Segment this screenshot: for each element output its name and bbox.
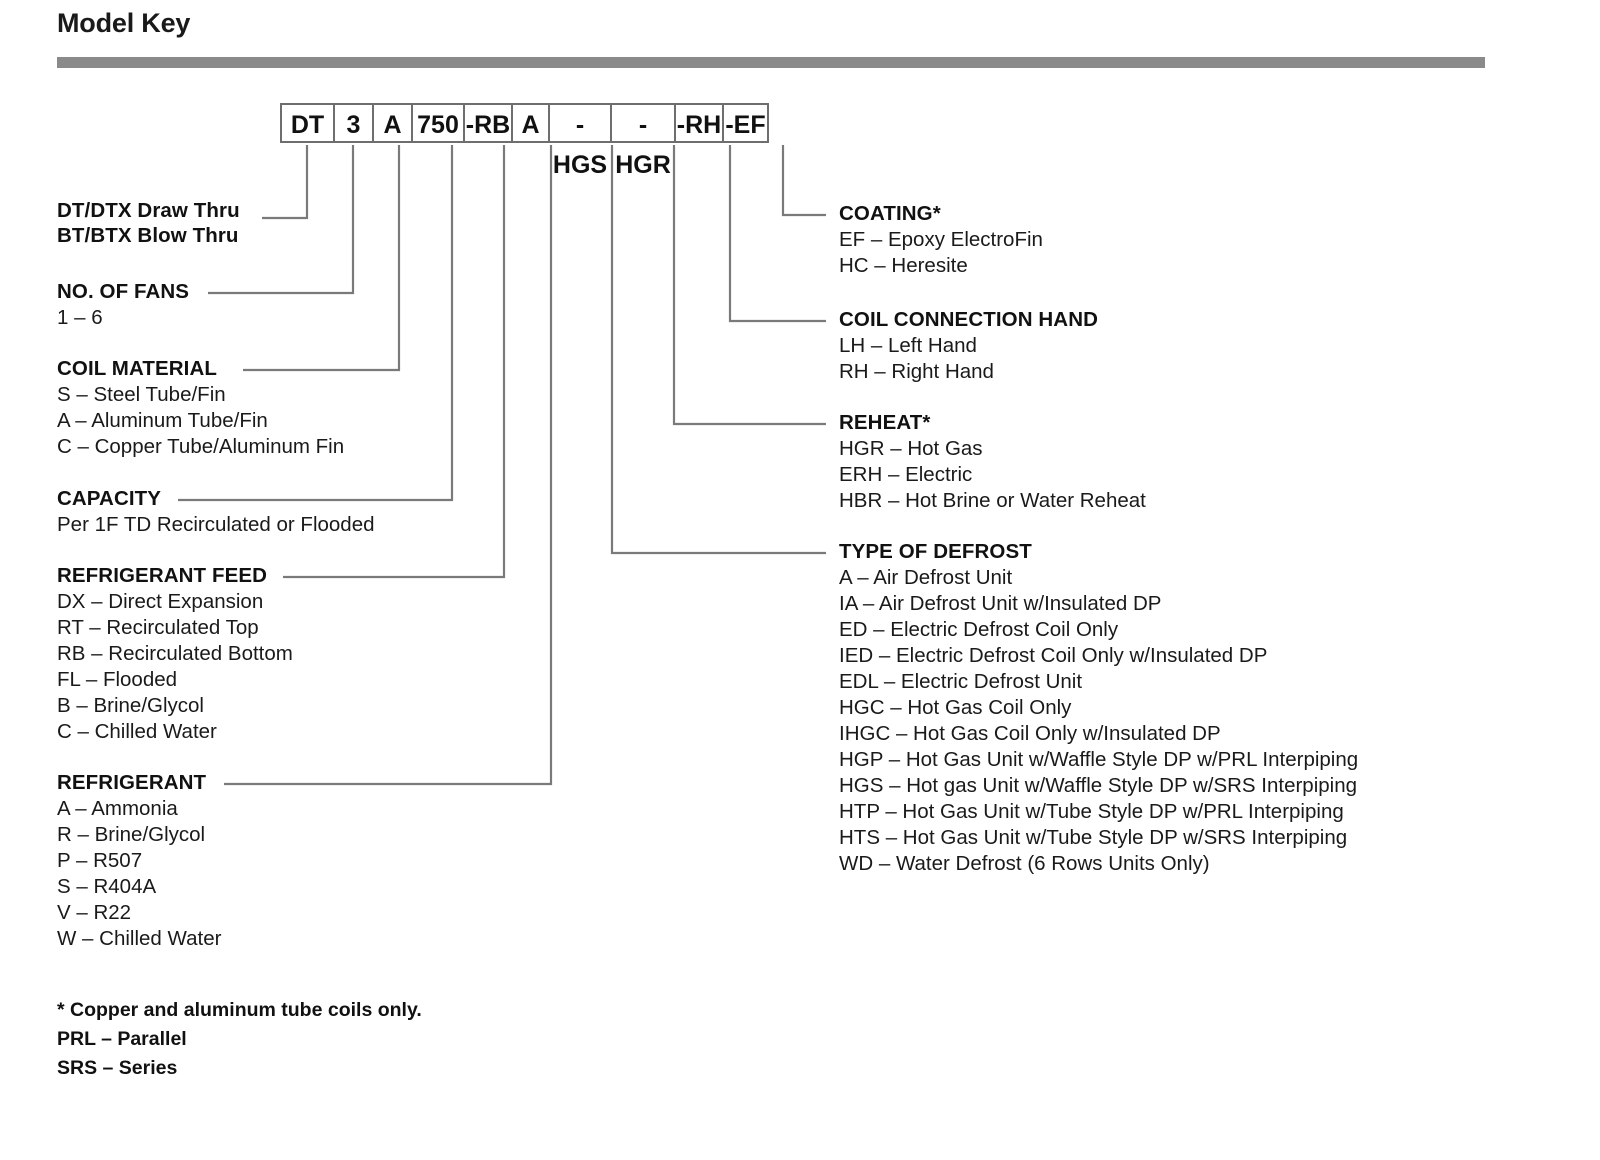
model-code-cell: A (512, 103, 549, 143)
block-line: IHGC – Hot Gas Coil Only w/Insulated DP (839, 722, 1221, 745)
model-code-cell: -HGR (611, 103, 675, 179)
block-heading: COIL MATERIAL (57, 357, 217, 380)
block-line: HTS – Hot Gas Unit w/Tube Style DP w/SRS… (839, 826, 1348, 849)
block-line: C – Copper Tube/Aluminum Fin (57, 435, 345, 458)
model-code-cell: -RB (464, 103, 512, 143)
block-line: HTP – Hot Gas Unit w/Tube Style DP w/PRL… (839, 800, 1344, 823)
block-line: B – Brine/Glycol (57, 694, 204, 717)
block-heading: CAPACITY (57, 487, 162, 510)
block-line: HGR – Hot Gas (839, 437, 983, 460)
block-heading: COATING* (839, 202, 941, 225)
block-coating: COATING* EF – Epoxy ElectroFin HC – Heresi… (839, 201, 1043, 279)
block-refrigerant: REFRIGERANT A – Ammonia R – Brine/Glycol P … (57, 770, 221, 952)
block-line: C – Chilled Water (57, 720, 217, 743)
block-capacity: CAPACITY Per 1F TD Recirculated or Floode… (57, 486, 375, 538)
block-heading: DT/DTX Draw Thru (57, 199, 240, 222)
leader-type-of-defrost (610, 145, 826, 555)
block-line: RB – Recirculated Bottom (57, 642, 293, 665)
footnote-line: SRS – Series (57, 1057, 178, 1079)
block-refrigerant-feed: REFRIGERANT FEED DX – Direct Expansion RT … (57, 563, 293, 745)
leader-reheat (672, 145, 826, 426)
model-code-cell: DT (280, 103, 334, 143)
footnotes: * Copper and aluminum tube coils only. PR… (57, 996, 422, 1083)
block-line: A – Aluminum Tube/Fin (57, 409, 268, 432)
model-code-cell: -HGS (549, 103, 611, 179)
model-code-cell: 3 (334, 103, 373, 143)
block-line: HGC – Hot Gas Coil Only (839, 696, 1072, 719)
block-line: HGS – Hot gas Unit w/Waffle Style DP w/S… (839, 774, 1358, 797)
block-line: 1 – 6 (57, 306, 103, 329)
block-coil-material: COIL MATERIAL S – Steel Tube/Fin A – Alumi… (57, 356, 344, 460)
block-line: A – Ammonia (57, 797, 178, 820)
block-heading: REHEAT* (839, 411, 931, 434)
block-line: HC – Heresite (839, 254, 968, 277)
block-line: RH – Right Hand (839, 360, 994, 383)
block-line: RT – Recirculated Top (57, 616, 259, 639)
leader-coil-material (243, 145, 401, 372)
model-code-cell: -RH (675, 103, 723, 143)
block-line: Per 1F TD Recirculated or Flooded (57, 513, 375, 536)
leader-coil-connection-hand (728, 145, 826, 323)
block-line: FL – Flooded (57, 668, 178, 691)
block-line: IA – Air Defrost Unit w/Insulated DP (839, 592, 1162, 615)
block-coil-connection-hand: COIL CONNECTION HAND LH – Left Hand RH – R… (839, 307, 1098, 385)
block-line: EDL – Electric Defrost Unit (839, 670, 1083, 693)
block-line: HGP – Hot Gas Unit w/Waffle Style DP w/P… (839, 748, 1359, 771)
leader-draw-thru (262, 145, 309, 220)
model-code-cell: -EF (723, 103, 769, 143)
leader-coating (781, 145, 826, 217)
block-line: V – R22 (57, 901, 132, 924)
footnote-line: * Copper and aluminum tube coils only. (57, 999, 422, 1021)
block-line: P – R507 (57, 849, 143, 872)
block-heading: REFRIGERANT (57, 771, 207, 794)
block-line: LH – Left Hand (839, 334, 977, 357)
block-line: S – Steel Tube/Fin (57, 383, 226, 406)
block-type-of-defrost: TYPE OF DEFROST A – Air Defrost Unit IA – … (839, 539, 1358, 877)
block-line: ERH – Electric (839, 463, 973, 486)
model-code-cell: A (373, 103, 412, 143)
block-line: DX – Direct Expansion (57, 590, 264, 613)
block-line: WD – Water Defrost (6 Rows Units Only) (839, 852, 1210, 875)
block-line: ED – Electric Defrost Coil Only (839, 618, 1119, 641)
block-no-of-fans: NO. OF FANS 1 – 6 (57, 279, 189, 331)
block-line: HBR – Hot Brine or Water Reheat (839, 489, 1146, 512)
block-line: R – Brine/Glycol (57, 823, 206, 846)
block-line: S – R404A (57, 875, 157, 898)
page-title: Model Key (57, 8, 191, 38)
block-line: EF – Epoxy ElectroFin (839, 228, 1043, 251)
block-line: A – Air Defrost Unit (839, 566, 1013, 589)
block-line: IED – Electric Defrost Coil Only w/Insul… (839, 644, 1268, 667)
block-heading-secondary: BT/BTX Blow Thru (57, 224, 239, 247)
block-heading: COIL CONNECTION HAND (839, 308, 1099, 331)
block-heading: REFRIGERANT FEED (57, 564, 268, 587)
header-rule-bar (57, 57, 1485, 68)
block-heading: TYPE OF DEFROST (839, 540, 1032, 563)
footnote-line: PRL – Parallel (57, 1028, 187, 1050)
block-line: W – Chilled Water (57, 927, 222, 950)
model-code-cell: 750 (412, 103, 464, 143)
block-heading: NO. OF FANS (57, 280, 190, 303)
